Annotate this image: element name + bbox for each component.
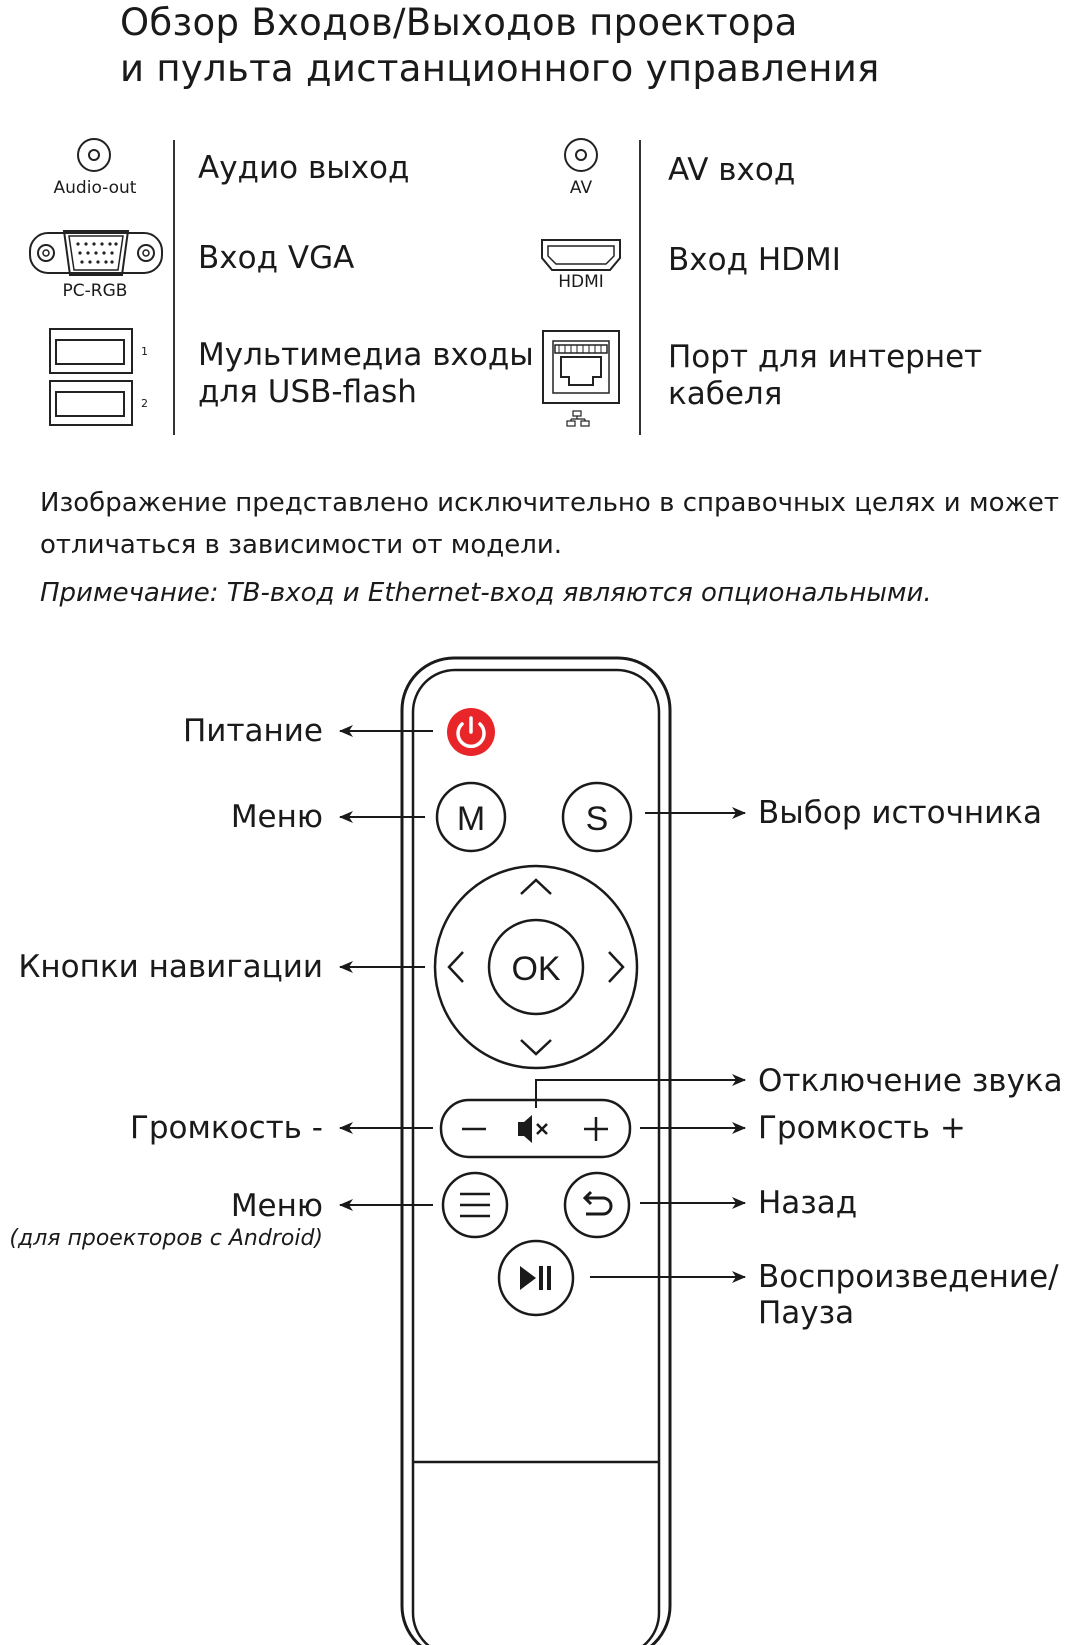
- volume-plus-button[interactable]: [584, 1117, 608, 1141]
- usb-number-2: 2: [141, 397, 148, 410]
- ethernet-port-icon: [542, 330, 620, 427]
- vga-caption: PC-RGB: [62, 281, 128, 301]
- disclaimer-line-1: Изображение представлено исключительно в…: [40, 488, 1060, 518]
- title-line-1: Обзор Входов/Выходов проектора: [120, 1, 798, 44]
- audio-out-caption: Audio-out: [53, 178, 137, 198]
- av-caption: AV: [569, 178, 593, 198]
- label-menu: Меню: [230, 799, 323, 835]
- back-button[interactable]: [563, 1171, 631, 1239]
- hamburger-icon: [460, 1192, 490, 1218]
- audio-out-label: Аудио выход: [198, 150, 410, 186]
- nav-left-icon: [447, 951, 464, 983]
- label-play-pause-line-1: Воспроизведение/: [758, 1259, 1059, 1295]
- lan-label: Порт для интернет кабеля: [668, 339, 982, 413]
- ok-button-label: OK: [511, 950, 560, 988]
- label-play-pause: Воспроизведение/ Пауза: [758, 1259, 1059, 1331]
- lan-label-line-2: кабеля: [668, 376, 783, 412]
- usb-label: Мультимедиа входы для USB-flash: [198, 337, 534, 411]
- audio-jack-icon: [77, 138, 111, 172]
- usb-port-icon: [49, 328, 133, 426]
- nav-up-icon: [520, 878, 552, 895]
- nav-down-icon: [520, 1039, 552, 1056]
- label-back: Назад: [758, 1185, 858, 1221]
- label-mute: Отключение звука: [758, 1063, 1063, 1099]
- av-jack-icon: [564, 138, 598, 172]
- title-line-2: и пульта дистанционного управления: [120, 47, 880, 90]
- label-navigation: Кнопки навигации: [18, 949, 323, 985]
- hdmi-label: Вход HDMI: [668, 242, 841, 278]
- menu-button-label: M: [457, 800, 485, 838]
- note-text: Примечание: ТВ-вход и Ethernet-вход явля…: [40, 578, 932, 608]
- label-play-pause-line-2: Пауза: [758, 1295, 855, 1331]
- label-source: Выбор источника: [758, 795, 1043, 831]
- power-button[interactable]: [447, 708, 495, 756]
- lan-label-line-1: Порт для интернет: [668, 339, 983, 375]
- label-power: Питание: [183, 713, 323, 749]
- remote-control-diagram: M S OK: [339, 656, 746, 1645]
- label-android-menu-sub: (для проекторов с Android): [9, 1226, 323, 1251]
- vga-port-icon: [29, 230, 163, 276]
- menu-button[interactable]: M: [435, 781, 507, 853]
- navigation-pad[interactable]: [433, 864, 639, 1070]
- label-volume-plus: Громкость +: [758, 1110, 966, 1146]
- separator-left: [173, 140, 175, 435]
- remote-body: [400, 656, 672, 1645]
- back-arrow-icon: [582, 1190, 613, 1216]
- ok-button[interactable]: OK: [487, 918, 585, 1016]
- label-volume-minus: Громкость -: [129, 1110, 323, 1146]
- disclaimer-line-2: отличаться в зависимости от модели.: [40, 530, 563, 560]
- mute-button[interactable]: [518, 1115, 548, 1143]
- hdmi-caption: HDMI: [558, 272, 604, 292]
- label-android-menu: Меню: [230, 1188, 323, 1224]
- usb-number-1: 1: [141, 345, 148, 358]
- play-pause-icon: [520, 1266, 551, 1290]
- mute-icon: [518, 1115, 532, 1143]
- mute-arrow: [535, 1074, 746, 1108]
- hdmi-port-icon: [541, 239, 621, 271]
- usb-label-line-2: для USB-flash: [198, 374, 417, 410]
- nav-right-icon: [608, 951, 625, 983]
- vga-label: Вход VGA: [198, 240, 355, 276]
- separator-right: [639, 140, 641, 435]
- source-button-label: S: [586, 800, 609, 838]
- source-button[interactable]: S: [561, 781, 633, 853]
- disclaimer: Изображение представлено исключительно в…: [40, 482, 1059, 566]
- page-title: Обзор Входов/Выходов проектора и пульта …: [120, 0, 880, 92]
- usb-label-line-1: Мультимедиа входы: [198, 337, 534, 373]
- play-pause-button[interactable]: [497, 1239, 575, 1317]
- av-label: AV вход: [668, 152, 796, 188]
- android-menu-button[interactable]: [441, 1171, 509, 1239]
